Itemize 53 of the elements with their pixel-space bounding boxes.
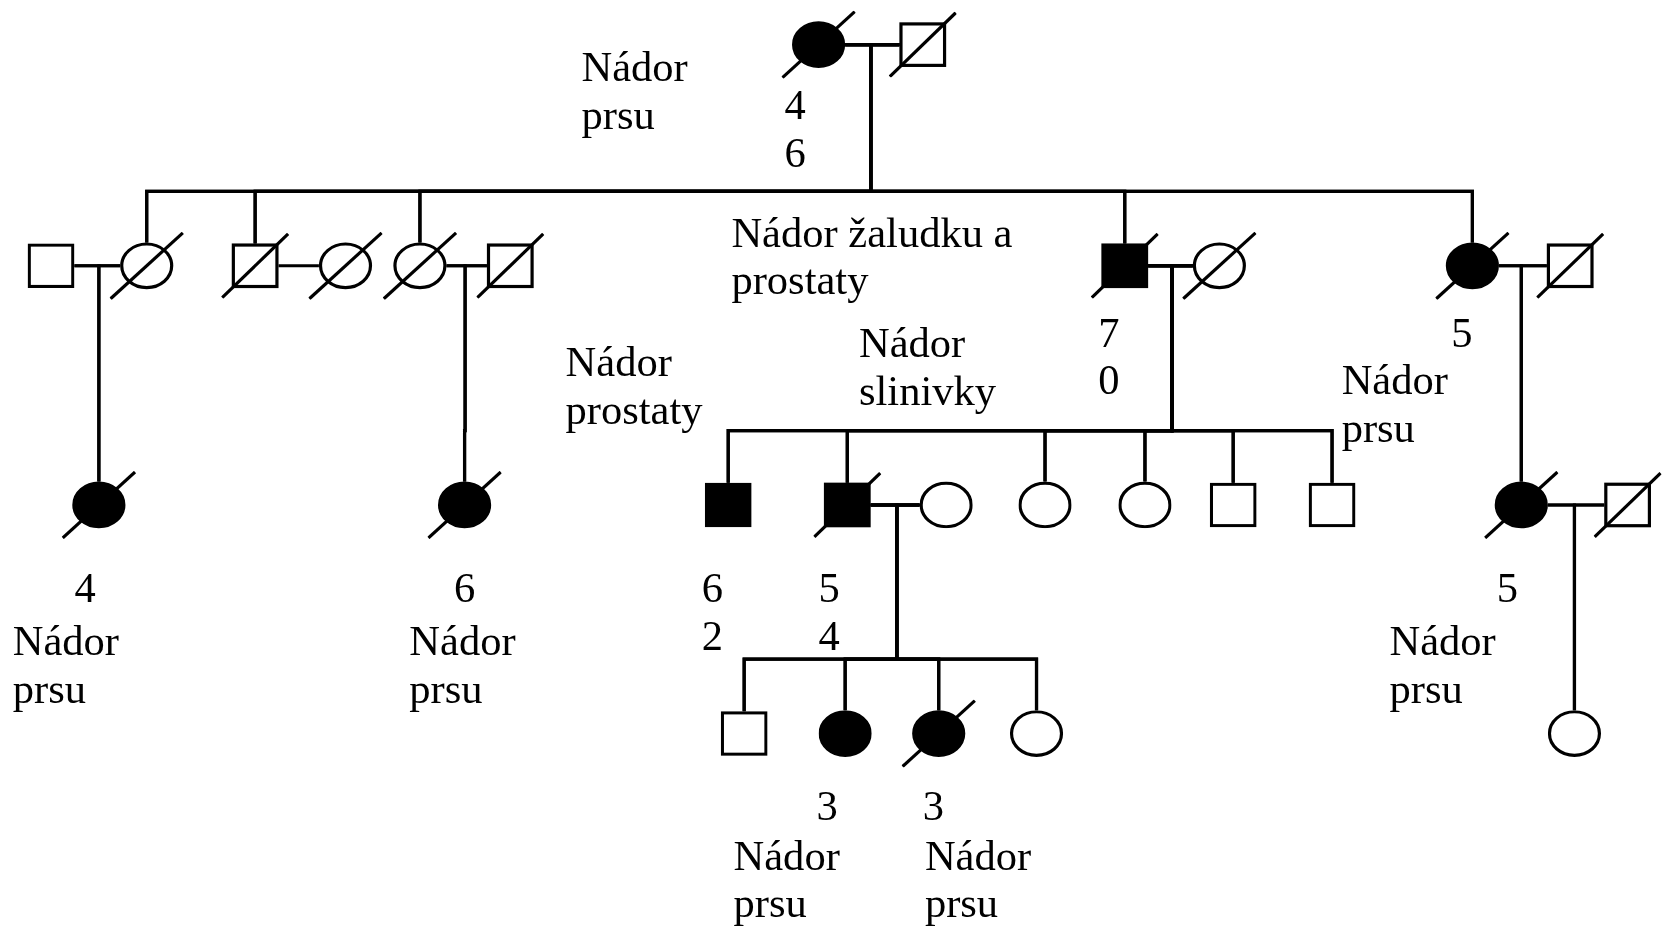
age-label: 5 [1496, 563, 1519, 612]
age-label: 5 4 [818, 563, 840, 660]
male-deceased-symbol [476, 232, 545, 299]
age-label: 4 6 [784, 80, 806, 177]
male-deceased-symbol [1593, 472, 1662, 538]
female-deceased-symbol [308, 231, 383, 300]
male-deceased-symbol [1536, 232, 1605, 299]
diagnosis-label: Nádor žaludku a prostaty [731, 208, 1014, 305]
diagnosis-label: Nádor prsu [12, 616, 120, 713]
partner-line [278, 264, 319, 268]
female-symbol [1009, 710, 1064, 757]
diagnosis-label: Nádor prsu [1341, 356, 1448, 452]
male-symbol [720, 711, 768, 756]
diagnosis-label: Nádor prsu [409, 616, 516, 713]
female-deceased-symbol [1484, 470, 1559, 539]
age-label: 6 [453, 563, 476, 612]
female-deceased-symbol [1182, 231, 1257, 300]
male-symbol [1308, 482, 1356, 528]
male-deceased-symbol [888, 11, 957, 78]
female-deceased-symbol [61, 470, 137, 539]
male-deceased-symbol [1090, 232, 1159, 299]
female-symbol [1018, 481, 1072, 529]
descent-line [462, 264, 487, 482]
male-symbol [704, 482, 752, 528]
female-deceased-symbol [382, 231, 458, 300]
diagnosis-label: Nádor slinivky [859, 318, 997, 415]
age-label: 4 [74, 563, 96, 612]
female-symbol [1547, 710, 1602, 757]
female-symbol [919, 481, 973, 529]
male-symbol [1209, 482, 1257, 528]
descent-line [97, 264, 121, 482]
male-symbol [27, 243, 75, 289]
male-deceased-symbol [221, 232, 290, 299]
diagnosis-label: Nádor prsu [581, 42, 688, 139]
age-label: 5 [1451, 308, 1473, 357]
female-deceased-symbol [1435, 231, 1510, 300]
age-label: 7 0 [1098, 308, 1120, 404]
age-label: 3 [816, 781, 838, 830]
descent-line [1572, 503, 1605, 711]
age-label: 3 [922, 781, 945, 830]
female-symbol [1118, 481, 1172, 529]
female-deceased-symbol [427, 470, 502, 539]
diagnosis-label: Nádor prostaty [565, 338, 703, 434]
diagnosis-label: Nádor prsu [924, 831, 1032, 927]
age-label: 6 2 [701, 563, 723, 660]
diagnosis-label: Nádor prsu [733, 831, 840, 927]
male-deceased-symbol [813, 472, 882, 538]
diagnosis-label: Nádor prsu [1389, 616, 1496, 713]
female-deceased-symbol [781, 10, 856, 79]
female-deceased-symbol [109, 231, 184, 300]
descent-line [1519, 264, 1547, 482]
female-deceased-symbol [901, 699, 976, 768]
female-symbol [818, 710, 872, 757]
